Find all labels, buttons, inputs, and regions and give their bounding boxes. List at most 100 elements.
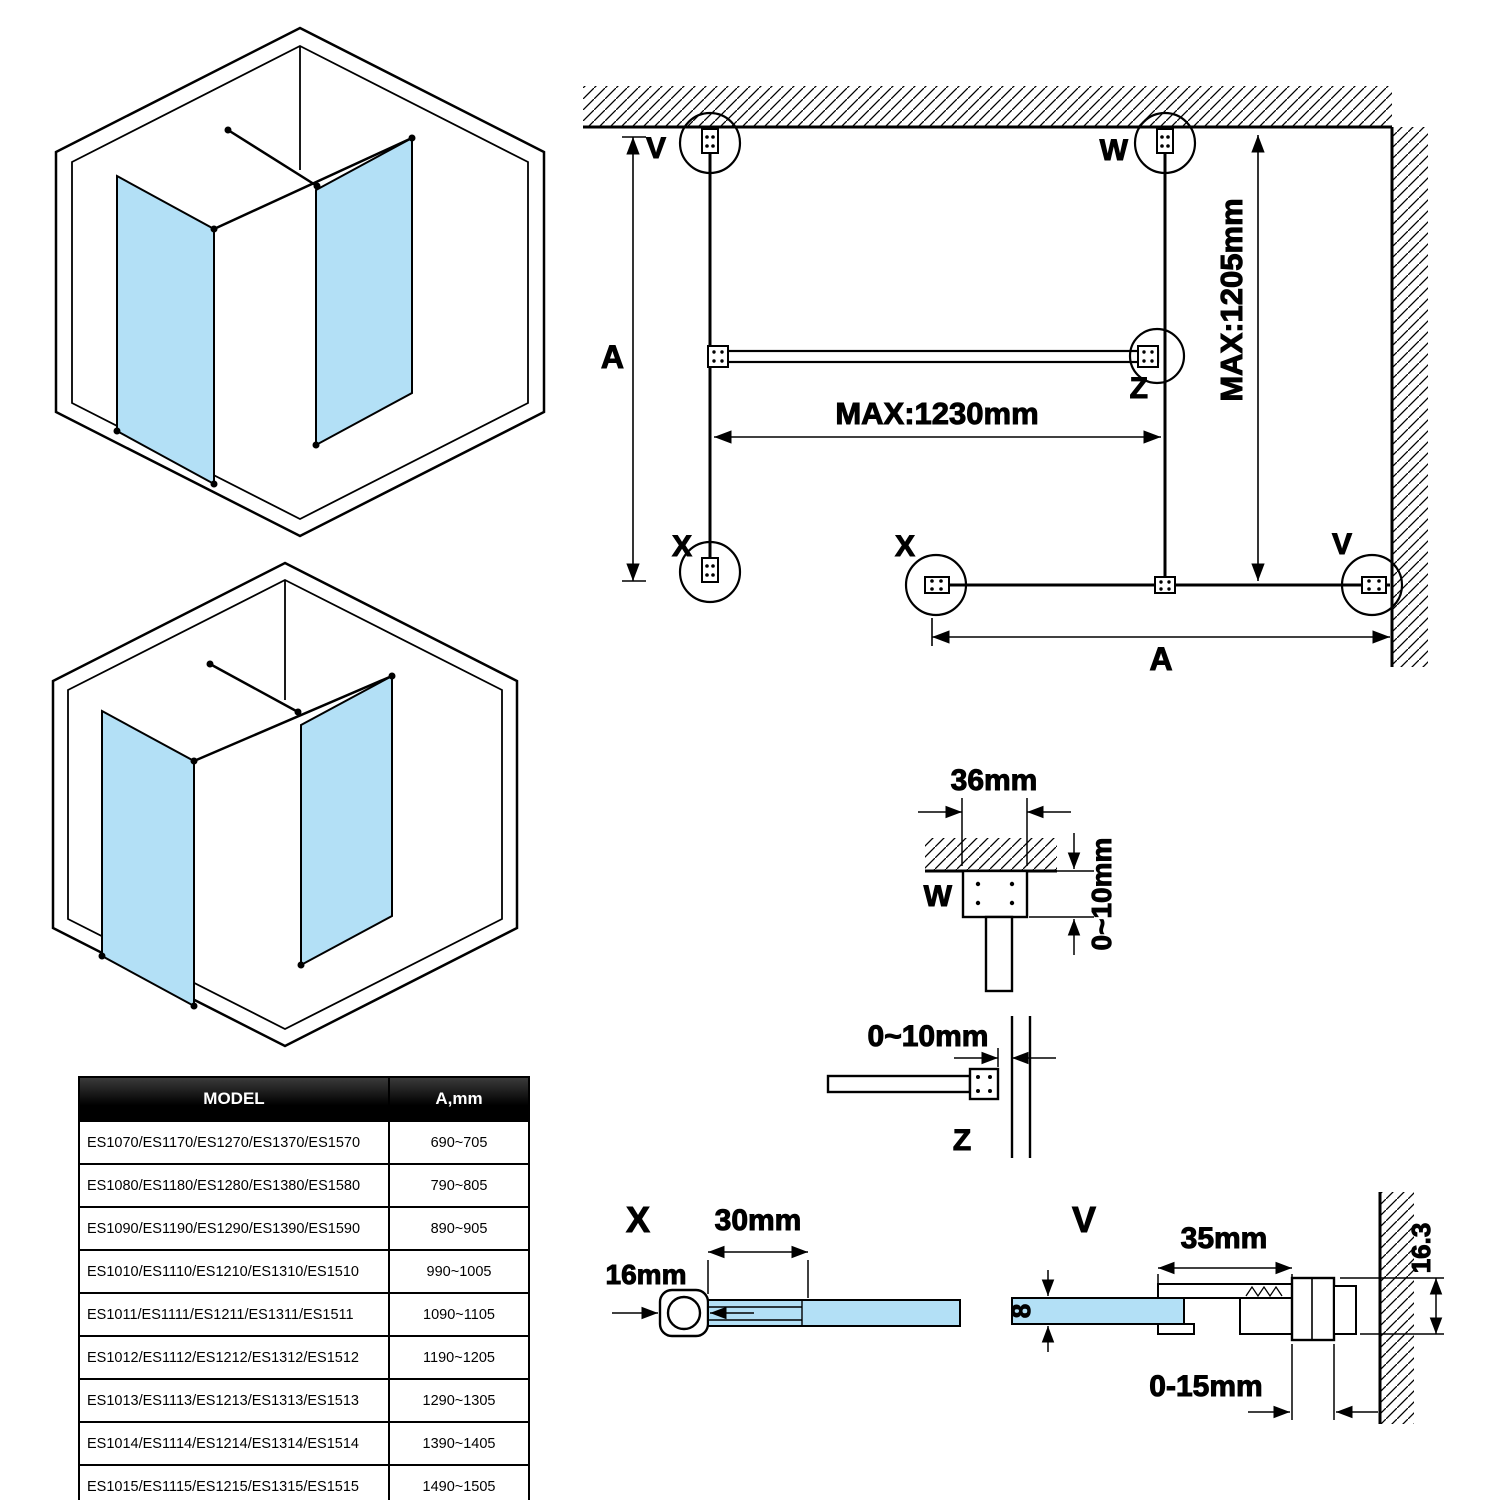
a-mm-cell: 1390~1405 <box>388 1421 530 1466</box>
model-cell: ES1012/ES1112/ES1212/ES1312/ES1512 <box>78 1335 390 1380</box>
mount-dots <box>1160 135 1170 148</box>
table-header-a-mm: A,mm <box>388 1076 530 1122</box>
model-cell: ES1013/ES1113/ES1213/ES1313/ES1513 <box>78 1378 390 1423</box>
a-mm-cell: 990~1005 <box>388 1249 530 1294</box>
support-bar <box>193 674 393 763</box>
support-bar <box>716 349 1160 364</box>
label-v-top: V <box>646 132 666 165</box>
model-cell: ES1080/ES1180/ES1280/ES1380/ES1580 <box>78 1163 390 1208</box>
support-profile <box>984 915 1014 993</box>
iso-view-1 <box>54 26 546 538</box>
model-cell: ES1014/ES1114/ES1214/ES1314/ES1514 <box>78 1421 390 1466</box>
mount-x-bottom <box>924 576 950 594</box>
label-w: W <box>1100 134 1129 167</box>
table-header-model: MODEL <box>78 1076 390 1122</box>
dim-max-width-label: MAX:1230mm <box>835 396 1038 431</box>
dim-a-vertical-label: A <box>601 339 624 375</box>
glass-panel-right <box>315 136 413 447</box>
a-mm-cell: 1490~1505 <box>388 1464 530 1500</box>
label-z: Z <box>1130 372 1148 405</box>
mount-w-top <box>1156 128 1174 154</box>
dim-max-height-label: MAX:1205mm <box>1214 198 1249 401</box>
dim-a-horizontal-label: A <box>1149 641 1172 677</box>
bar-bracket <box>968 1067 1000 1101</box>
wall-profile-body <box>1239 1297 1293 1335</box>
detail-z-label: Z <box>953 1124 971 1157</box>
wall-bracket-slim <box>1333 1285 1357 1335</box>
mount-dots <box>705 564 715 577</box>
model-cell: ES1011/ES1111/ES1211/ES1311/ES1511 <box>78 1292 390 1337</box>
glass-panel <box>1011 1297 1185 1325</box>
a-mm-cell: 1290~1305 <box>388 1378 530 1423</box>
mount-dots <box>975 881 1015 906</box>
detail-callout-w <box>1133 111 1197 175</box>
detail-x: X 30mm 16mm <box>605 1199 961 1338</box>
plan-view: V X A Z MAX:1230mm W MAX:1205mm X <box>583 86 1428 678</box>
model-cell: ES1090/ES1190/ES1290/ES1390/ES1590 <box>78 1206 390 1251</box>
round-profile-tube <box>666 1295 702 1331</box>
bar-bracket-left <box>707 345 729 368</box>
detail-callout-z <box>1128 327 1186 385</box>
ceiling-hatch <box>583 86 1392 127</box>
table-row: ES1090/ES1190/ES1290/ES1390/ES1590 890~9… <box>78 1206 530 1251</box>
detail-w: 36mm W 0~10mm <box>918 764 1118 993</box>
glass-panel-left <box>101 709 195 1008</box>
a-mm-cell: 890~905 <box>388 1206 530 1251</box>
detail-callout-v-bottom <box>1340 553 1404 617</box>
detail-callout-x-left <box>678 540 742 604</box>
label-x-bottom: X <box>895 530 915 563</box>
detail-x-label: X <box>626 1199 650 1240</box>
mount-dots <box>712 350 1154 363</box>
detail-v-profile-depth-label: 16.3 <box>1406 1223 1436 1274</box>
wall-hatch <box>1392 127 1428 667</box>
table-row: ES1080/ES1180/ES1280/ES1380/ES1580 790~8… <box>78 1163 530 1208</box>
a-mm-cell: 690~705 <box>388 1120 530 1165</box>
model-cell: ES1015/ES1115/ES1215/ES1315/ES1515 <box>78 1464 390 1500</box>
wall-bracket <box>1290 1276 1336 1342</box>
table-row: ES1015/ES1115/ES1215/ES1315/ES1515 1490~… <box>78 1464 530 1500</box>
label-x-left: X <box>672 530 692 563</box>
a-mm-cell: 1090~1105 <box>388 1292 530 1337</box>
model-cell: ES1070/ES1170/ES1270/ES1370/ES1570 <box>78 1120 390 1165</box>
detail-x-width-label: 30mm <box>715 1204 802 1237</box>
mount-dots <box>930 579 943 591</box>
mid-bracket <box>1154 576 1176 594</box>
mount-v-bottom <box>1361 576 1387 594</box>
seal-zigzag <box>1245 1285 1283 1298</box>
detail-w-gap-label: 0~10mm <box>1086 838 1117 951</box>
table-row: ES1070/ES1170/ES1270/ES1370/ES1570 690~7… <box>78 1120 530 1165</box>
label-v-bottom: V <box>1332 528 1352 561</box>
detail-v: V 35mm 8 16.3 0-15mm <box>1006 1192 1444 1424</box>
mount-dots <box>976 1075 992 1093</box>
mount-dots <box>98 660 396 1010</box>
table-header-row: MODEL A,mm <box>78 1076 530 1122</box>
mount-v-top <box>701 128 719 154</box>
detail-v-glass-thickness-label: 8 <box>1006 1304 1036 1318</box>
detail-v-adjust-range-label: 0-15mm <box>1149 1370 1262 1403</box>
detail-w-width-label: 36mm <box>951 764 1038 797</box>
mount-x-left <box>701 557 719 583</box>
bar-bracket-right <box>1137 345 1159 368</box>
room-inner-frame <box>67 578 503 1031</box>
detail-x-tube-label: 16mm <box>606 1259 687 1290</box>
glass-panel-left <box>116 174 215 486</box>
table-row: ES1010/ES1110/ES1210/ES1310/ES1510 990~1… <box>78 1249 530 1294</box>
support-bar <box>227 128 318 188</box>
a-mm-cell: 790~805 <box>388 1163 530 1208</box>
model-table: MODEL A,mm ES1070/ES1170/ES1270/ES1370/E… <box>78 1076 530 1500</box>
detail-v-width-label: 35mm <box>1181 1222 1268 1255</box>
detail-w-label: W <box>924 880 953 913</box>
a-mm-cell: 1190~1205 <box>388 1335 530 1380</box>
room-outer-frame <box>51 561 519 1048</box>
ceiling-bracket <box>961 869 1029 919</box>
wall-hatch <box>1380 1192 1414 1424</box>
room-inner-frame <box>71 44 529 521</box>
mount-dots <box>705 135 715 148</box>
support-bar <box>826 1074 972 1094</box>
mount-dots <box>1367 579 1381 591</box>
iso-view-2 <box>51 561 519 1048</box>
model-cell: ES1010/ES1110/ES1210/ES1310/ES1510 <box>78 1249 390 1294</box>
detail-z-gap-label: 0~10mm <box>868 1020 989 1053</box>
support-bar <box>209 662 299 714</box>
wall-profile-flange <box>1157 1283 1293 1299</box>
